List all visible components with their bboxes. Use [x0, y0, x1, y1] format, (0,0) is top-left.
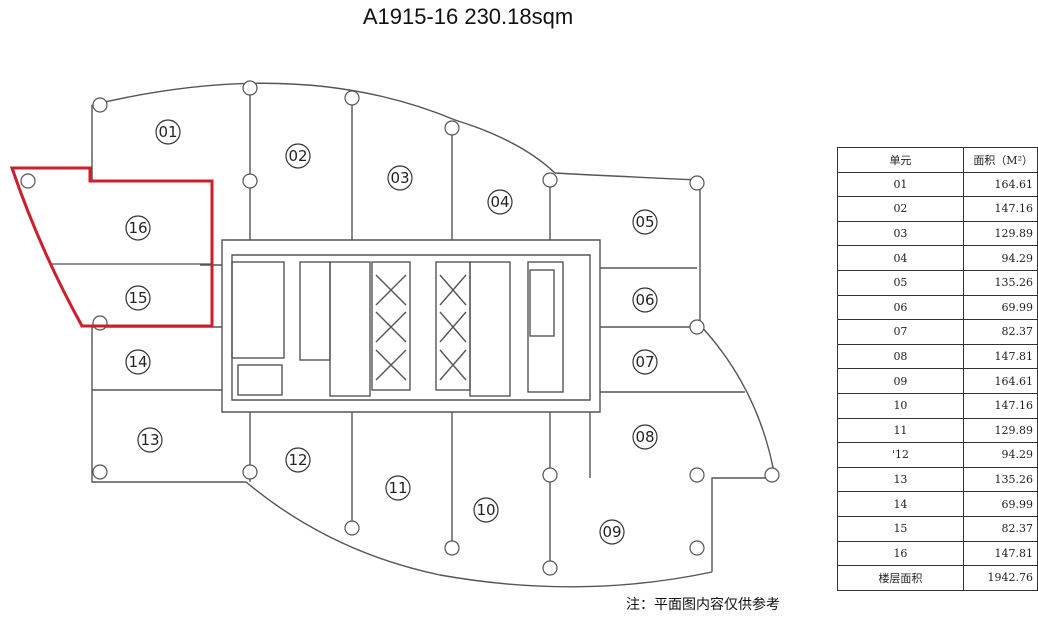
unit-label: 07 [635, 353, 654, 371]
unit-cell: 02 [837, 196, 964, 222]
area-cell: 82.37 [962, 515, 1038, 542]
unit-cell: 楼层面积 [837, 565, 964, 591]
unit-label: 08 [635, 428, 654, 446]
unit-label: 13 [140, 431, 159, 449]
unit-cell: 16 [837, 540, 964, 567]
area-cell: 147.81 [962, 343, 1038, 370]
unit-label: 05 [635, 213, 654, 231]
unit-label: 15 [128, 289, 147, 307]
unit-marker [632, 209, 658, 235]
unit-marker [125, 215, 151, 241]
area-cell: 164.61 [962, 171, 1038, 198]
unit-cell: 09 [837, 368, 964, 394]
unit-marker [385, 475, 411, 501]
unit-marker [487, 189, 513, 215]
unit-label: 02 [288, 147, 307, 165]
unit-cell: 03 [837, 220, 964, 247]
unit-cell: 08 [837, 343, 964, 370]
unit-cell: 10 [837, 392, 964, 419]
unit-cell: 06 [837, 294, 964, 321]
unit-marker [285, 447, 311, 473]
area-cell: 129.89 [962, 417, 1038, 444]
plan-title: A1915-16 230.18sqm [362, 4, 574, 29]
unit-cell: 11 [837, 417, 964, 444]
disclaimer-note: 注：平面图内容仅供参考 [626, 597, 780, 613]
area-cell: 129.89 [962, 220, 1038, 247]
area-cell: 1942.76 [962, 565, 1038, 591]
unit-cell: '12 [837, 442, 964, 468]
unit-label: 03 [390, 169, 409, 187]
unit-label: 09 [602, 523, 621, 541]
area-cell: 69.99 [962, 294, 1038, 321]
area-cell: 164.61 [962, 368, 1038, 394]
area-cell: 147.16 [962, 196, 1038, 222]
unit-cell: 14 [837, 491, 964, 517]
area-cell: 94.29 [962, 442, 1038, 468]
unit-marker [155, 119, 181, 145]
unit-cell: 07 [837, 319, 964, 345]
unit-cell: 13 [837, 466, 964, 493]
unit-marker [285, 143, 311, 169]
unit-marker [137, 427, 163, 453]
unit-cell: 01 [837, 171, 964, 198]
area-cell: 135.26 [962, 269, 1038, 296]
unit-marker [125, 349, 151, 375]
unit-label: 01 [158, 123, 177, 141]
unit-label: 10 [476, 501, 495, 519]
unit-marker [632, 287, 658, 313]
area-cell: 94.29 [962, 245, 1038, 271]
table-header-unit: 单元 [837, 147, 964, 173]
unit-marker [632, 349, 658, 375]
unit-marker [473, 497, 499, 523]
unit-label: 04 [490, 193, 509, 211]
unit-marker [632, 424, 658, 450]
unit-cell: 15 [837, 515, 964, 542]
unit-label: 16 [128, 219, 147, 237]
area-cell: 135.26 [962, 466, 1038, 493]
unit-cell: 04 [837, 245, 964, 271]
highlight-outline [9, 166, 214, 328]
area-cell: 82.37 [962, 319, 1038, 345]
unit-cell: 05 [837, 269, 964, 296]
area-cell: 147.16 [962, 392, 1038, 419]
area-cell: 69.99 [962, 491, 1038, 517]
table-header-area: 面积（M²） [962, 147, 1038, 173]
unit-label: 12 [288, 451, 307, 469]
unit-label: 14 [128, 353, 147, 371]
floor-plan: 01 02 03 04 05 06 07 08 09 10 11 12 13 14 15 16 [9, 80, 780, 588]
area-cell: 147.81 [962, 540, 1038, 567]
unit-label: 06 [635, 291, 654, 309]
unit-marker [387, 165, 413, 191]
unit-marker [599, 519, 625, 545]
unit-label: 11 [388, 479, 407, 497]
unit-marker [125, 285, 151, 311]
